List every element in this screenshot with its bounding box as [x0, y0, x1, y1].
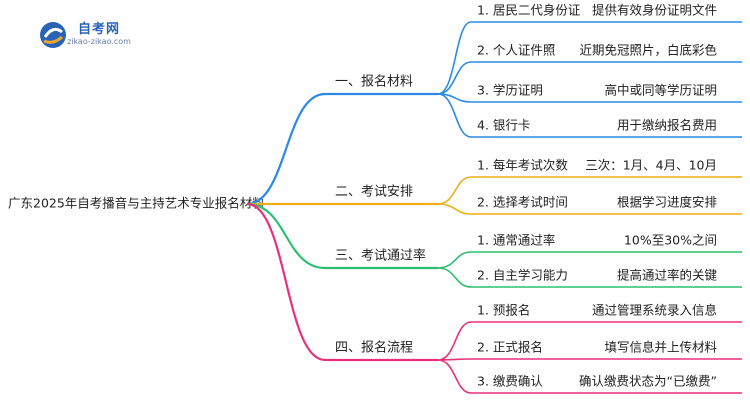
branch-label-2: 二、考试安排 — [335, 185, 413, 200]
branch-line-3 — [246, 202, 438, 270]
child-item-1-4: 4. 银行卡 — [477, 118, 530, 133]
child-line-4-1 — [437, 321, 742, 361]
child-line-1-4 — [437, 93, 742, 138]
child-item-4-1: 1. 预报名 — [477, 303, 530, 318]
child-line-3-1 — [437, 251, 742, 269]
child-detail-1-1: 提供有效身份证明文件 — [592, 3, 717, 18]
branch-line-4 — [246, 202, 438, 362]
branch-label-4: 四、报名流程 — [335, 340, 413, 356]
child-item-4-3: 3. 缴费确认 — [477, 374, 543, 389]
child-detail-1-4: 用于缴纳报名费用 — [617, 118, 717, 133]
child-item-3-1: 1. 通常通过率 — [477, 233, 555, 248]
branch-label-1: 一、报名材料 — [335, 74, 413, 90]
branch-line-1 — [246, 92, 438, 206]
child-line-1-1 — [437, 21, 742, 95]
child-detail-4-3: 确认缴费状态为“已缴费” — [579, 374, 717, 389]
child-line-2-2 — [437, 203, 742, 215]
child-detail-4-2: 填写信息并上传材料 — [604, 340, 717, 355]
child-line-3-2 — [437, 267, 742, 288]
child-line-4-3 — [437, 359, 742, 394]
child-item-1-3: 3. 学历证明 — [477, 83, 543, 98]
logo-url: zikao-zikao.com — [67, 37, 131, 46]
child-line-1-3 — [437, 93, 742, 103]
logo-title: 自考网 — [78, 22, 121, 37]
logo-mark-icon — [40, 22, 66, 48]
child-detail-3-1: 10%至30%之间 — [624, 233, 717, 248]
branch-label-3: 三、考试通过率 — [335, 248, 426, 264]
child-detail-2-1: 三次：1月、4月、10月 — [585, 158, 717, 173]
child-detail-1-3: 高中或同等学历证明 — [604, 83, 717, 98]
child-item-1-2: 2. 个人证件照 — [477, 43, 555, 58]
child-detail-2-2: 根据学习进度安排 — [617, 195, 718, 210]
child-line-1-2 — [437, 61, 742, 95]
child-line-2-1 — [437, 176, 742, 205]
child-line-4-2 — [437, 358, 742, 361]
child-item-2-1: 1. 每年考试次数 — [477, 158, 568, 173]
child-detail-3-2: 提高通过率的关键 — [617, 268, 718, 283]
child-item-3-2: 2. 自主学习能力 — [477, 268, 568, 283]
site-logo: 自考网 zikao-zikao.com — [38, 18, 148, 54]
child-detail-4-1: 通过管理系统录入信息 — [592, 303, 717, 318]
child-item-1-1: 1. 居民二代身份证 — [477, 3, 581, 18]
child-detail-1-2: 近期免冠照片，白底彩色 — [579, 43, 717, 58]
root-label: 广东2025年自考播音与主持艺术专业报名材料 — [8, 196, 265, 211]
child-item-2-2: 2. 选择考试时间 — [477, 195, 568, 210]
child-item-4-2: 2. 正式报名 — [477, 340, 543, 355]
